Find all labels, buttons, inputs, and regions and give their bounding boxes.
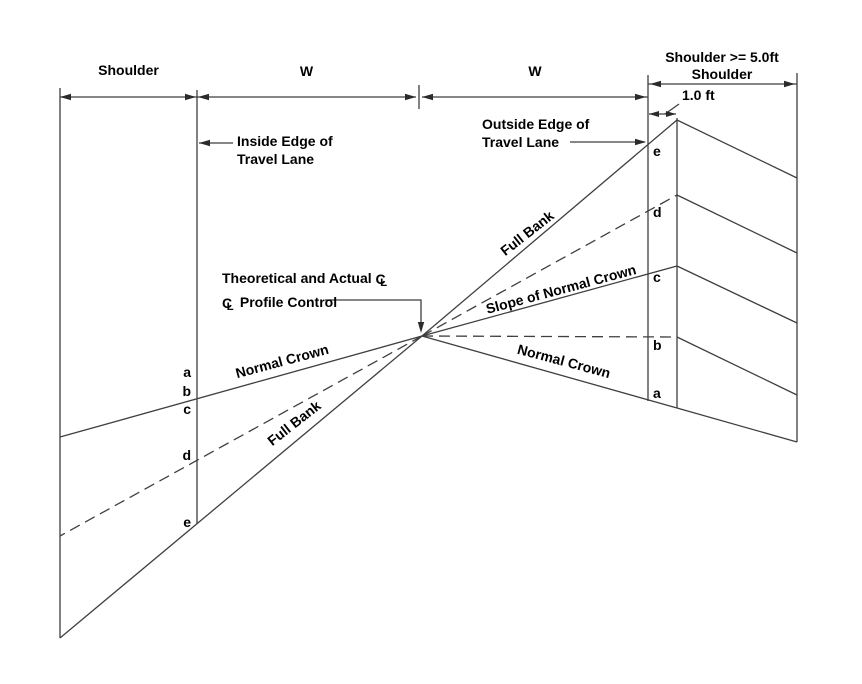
- stage-d-line-left: [59, 335, 423, 537]
- arrow-right-icon: [185, 93, 196, 101]
- outside-edge-callout-line1: Outside Edge of: [482, 116, 590, 132]
- point-label-right-e: e: [653, 143, 661, 159]
- arrow-right-icon: [405, 93, 416, 101]
- point-label-left-a: a: [183, 364, 191, 380]
- cl-note-line1-text: Theoretical and Actual: [222, 270, 372, 286]
- dim-shoulder-right-label: Shoulder: [691, 66, 753, 82]
- stage-b-line-right: [421, 335, 678, 338]
- arrow-right-icon: [635, 138, 646, 146]
- inside-edge-callout-line2: Travel Lane: [237, 151, 315, 167]
- shoulder-slope-e: [676, 119, 798, 179]
- arrow-left-icon: [199, 139, 210, 147]
- arrow-left-icon: [198, 93, 209, 101]
- dim-shoulder-left-label: Shoulder: [98, 62, 159, 78]
- stage-d-line-right: [421, 194, 678, 337]
- full-bank-line-right: [421, 119, 678, 337]
- point-label-right-c: c: [653, 269, 661, 285]
- cl-profile-leader: [325, 299, 422, 322]
- shoulder-slope-d: [676, 194, 798, 254]
- full-bank-line-left: [59, 335, 423, 639]
- arrow-left-icon: [60, 93, 71, 101]
- point-label-right-b: b: [653, 337, 662, 353]
- point-label-right-a: a: [653, 385, 661, 401]
- shoulder-slope-c: [676, 265, 798, 324]
- point-label-left-b: b: [182, 383, 191, 399]
- point-label-left-d: d: [182, 447, 191, 463]
- cl-note-line2-text: Profile Control: [239, 294, 338, 310]
- dim-shoulder-right-spec-label: Shoulder >= 5.0ft: [665, 49, 779, 65]
- arrow-left-icon: [650, 80, 661, 88]
- dim-w2-label: W: [528, 63, 542, 79]
- arrow-left-icon: [649, 111, 659, 117]
- outside-edge-callout-line2: Travel Lane: [482, 134, 560, 150]
- point-label-left-e: e: [183, 514, 191, 530]
- arrow-right-icon: [635, 93, 646, 101]
- inside-edge-callout-line1: Inside Edge of: [237, 133, 333, 149]
- dim-w1-label: W: [299, 63, 314, 79]
- outside-edge-callout: Outside Edge of Travel Lane: [482, 115, 589, 151]
- arrow-left-icon: [422, 93, 433, 101]
- normal-crown-line-right: [421, 335, 678, 409]
- arrow-down-icon: [417, 322, 425, 333]
- shoulder-slope-a: [676, 407, 798, 443]
- point-label-left-c: c: [183, 401, 191, 417]
- dim-one-ft-label: 1.0 ft: [682, 87, 715, 103]
- inside-edge-callout: Inside Edge of Travel Lane: [237, 132, 333, 168]
- shoulder-slope-b: [676, 336, 798, 396]
- arrow-right-icon: [784, 80, 795, 88]
- point-label-right-d: d: [653, 204, 662, 220]
- normal-crown-line-left: [59, 335, 423, 438]
- arrow-right-icon: [666, 111, 676, 117]
- slope-of-normal-crown-line: [421, 265, 678, 337]
